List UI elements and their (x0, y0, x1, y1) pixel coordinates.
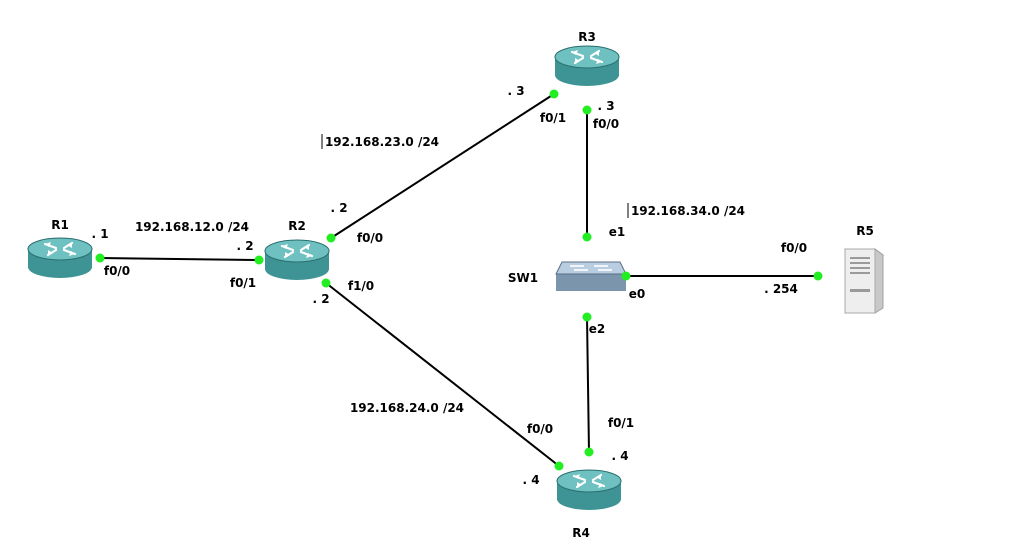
b-port-label-sw1-r4: f0/1 (608, 416, 634, 430)
b-host-label-r2-r4: . 4 (522, 473, 539, 487)
port-indicator-R1-f0-0[interactable] (95, 253, 105, 263)
network-label-r2-r3: 192.168.23.0 /24 (325, 135, 439, 149)
device-label-r5: R5 (856, 224, 874, 238)
a-host-label-r2-r4: . 2 (312, 292, 329, 306)
a-host-label-r2-r3: . 2 (330, 201, 347, 215)
router-icon (263, 238, 331, 282)
port-indicator-R3-f0-0[interactable] (582, 105, 592, 115)
router-icon (555, 468, 623, 512)
a-port-label-r1-r2: f0/0 (104, 264, 130, 278)
port-indicator-R2-f1-0[interactable] (321, 278, 331, 288)
network-label-r3-sw1: 192.168.34.0 /24 (631, 204, 745, 218)
port-indicator-R3-f0-1[interactable] (549, 89, 559, 99)
port-indicator-SW1-e2[interactable] (582, 312, 592, 322)
device-label-r3: R3 (578, 30, 596, 44)
a-host-label-r3-sw1: . 3 (597, 99, 614, 113)
device-r4[interactable] (555, 468, 623, 512)
port-indicator-R2-f0-0[interactable] (326, 233, 336, 243)
b-host-label-r2-r3: . 3 (507, 84, 524, 98)
router-icon (26, 236, 94, 280)
link-r2-r4[interactable] (325, 282, 560, 467)
router-icon (553, 44, 621, 88)
device-label-r4: R4 (572, 526, 590, 540)
a-port-label-sw1-r5: e0 (629, 287, 646, 301)
b-port-label-r3-sw1: e1 (609, 225, 626, 239)
link-r1-r2[interactable] (99, 257, 260, 261)
port-indicator-SW1-e0[interactable] (621, 271, 631, 281)
port-indicator-R5-f0-0[interactable] (813, 271, 823, 281)
port-indicator-R2-f0-1[interactable] (254, 255, 264, 265)
device-r5[interactable] (844, 248, 884, 314)
device-label-sw1: SW1 (508, 271, 538, 285)
a-port-label-r3-sw1: f0/0 (593, 117, 619, 131)
b-host-label-sw1-r4: . 4 (611, 449, 628, 463)
device-sw1[interactable] (555, 261, 627, 292)
switch-icon (555, 261, 627, 292)
network-label-r2-r4: 192.168.24.0 /24 (350, 401, 464, 415)
server-icon (844, 248, 884, 314)
b-host-label-sw1-r5: . 254 (764, 282, 798, 296)
port-indicator-R4-f0-1[interactable] (584, 447, 594, 457)
device-label-r2: R2 (288, 219, 306, 233)
b-host-label-r1-r2: . 2 (236, 239, 253, 253)
a-port-label-sw1-r4: e2 (589, 322, 606, 336)
port-indicator-SW1-e1[interactable] (582, 232, 592, 242)
link-r2-r3[interactable] (330, 93, 555, 239)
b-port-label-r1-r2: f0/1 (230, 276, 256, 290)
device-label-r1: R1 (51, 218, 69, 232)
link-sw1-r4[interactable] (586, 316, 590, 453)
device-r1[interactable] (26, 236, 94, 280)
a-host-label-r1-r2: . 1 (91, 227, 108, 241)
network-label-r1-r2: 192.168.12.0 /24 (135, 220, 249, 234)
b-port-label-r2-r3: f0/1 (540, 111, 566, 125)
device-r3[interactable] (553, 44, 621, 88)
b-port-label-sw1-r5: f0/0 (781, 241, 807, 255)
port-indicator-R4-f0-0[interactable] (554, 461, 564, 471)
a-port-label-r2-r4: f1/0 (348, 279, 374, 293)
a-port-label-r2-r3: f0/0 (357, 231, 383, 245)
b-port-label-r2-r4: f0/0 (527, 422, 553, 436)
device-r2[interactable] (263, 238, 331, 282)
